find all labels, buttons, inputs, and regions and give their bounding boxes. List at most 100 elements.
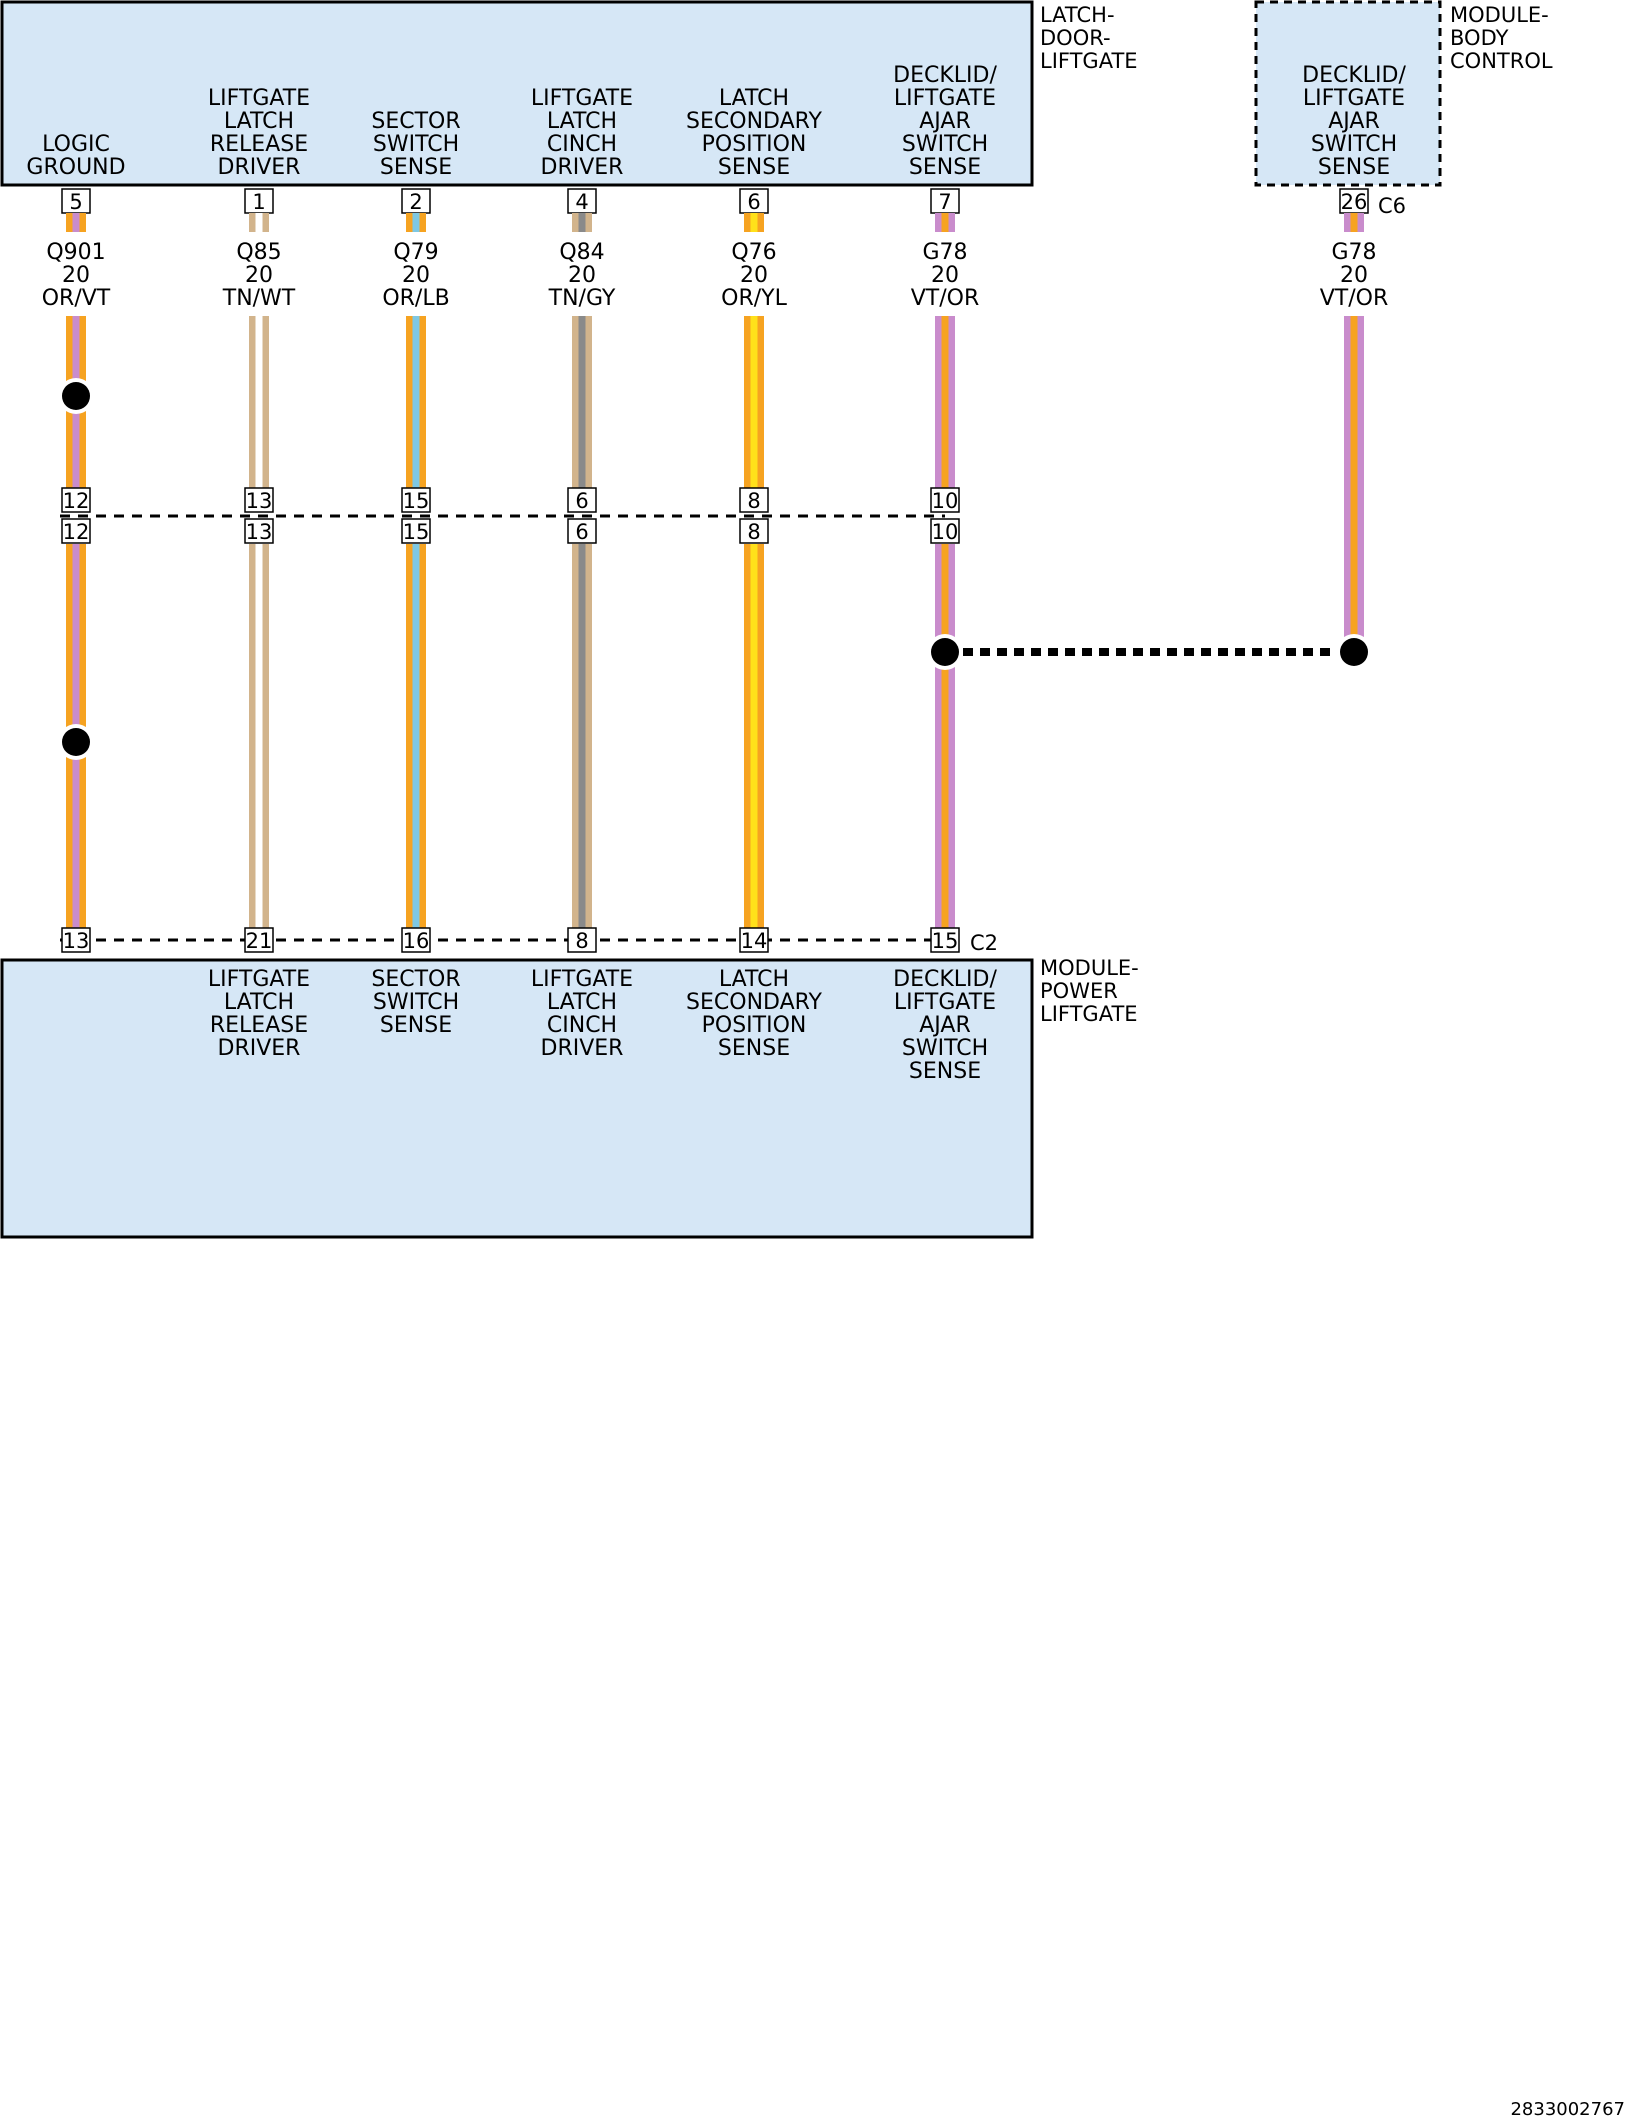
circuit-q85-bottom-function: RELEASE — [210, 1013, 308, 1038]
circuit-q901-inline-pin-male-frame — [61, 487, 91, 513]
circuit-q84-bottom-function: LATCH — [547, 990, 617, 1015]
module-body-control-function: SENSE — [1318, 155, 1390, 180]
circuit-q901-inline-pin-male-label: 12 — [63, 489, 90, 513]
module-body-control-function: AJAR — [1328, 109, 1380, 134]
circuit-q76-color-code: OR/YL — [721, 286, 787, 311]
circuit-q76-bottom-pin-frame — [739, 927, 769, 953]
circuit-q79-bottom-function: SWITCH — [373, 990, 459, 1015]
module-body-control-function: SWITCH — [1311, 132, 1397, 157]
circuit-g78-bottom-pin: 15 — [930, 927, 960, 953]
circuit-q76-inline-pin-male: 8 — [739, 487, 769, 513]
circuit-q84-bottom-pin-label: 8 — [575, 929, 588, 953]
splice-g78-body — [1340, 638, 1368, 666]
document-id: 2833002767 — [1510, 2099, 1625, 2120]
circuit-q84-gauge: 20 — [568, 263, 596, 288]
circuit-q79-gauge: 20 — [402, 263, 430, 288]
circuit-q85-top-function: LATCH — [224, 109, 294, 134]
body-wire-color-code: VT/OR — [1320, 286, 1389, 311]
circuit-q76-bottom-pin: 14 — [739, 927, 769, 953]
circuit-q85-bottom-pin: 21 — [244, 927, 274, 953]
circuit-q85-inline-pin-male-frame — [244, 487, 274, 513]
module-body-control-function: DECKLID/ — [1302, 63, 1406, 88]
circuit-q84-bottom-function: DRIVER — [541, 1036, 624, 1061]
circuit-q79-top-pin: 2 — [401, 188, 431, 214]
circuit-q84-bottom-pin-frame — [567, 927, 597, 953]
circuit-q76-inline-pin-female-frame — [739, 518, 769, 544]
module-body-control-name: MODULE- — [1450, 3, 1549, 27]
circuit-q85-top-function: RELEASE — [210, 132, 308, 157]
circuit-q79-top-pin-label: 2 — [409, 190, 422, 214]
circuit-q76-gauge: 20 — [740, 263, 768, 288]
circuit-q84-lower-stripe — [578, 544, 586, 928]
circuit-g78-inline-pin-male: 10 — [930, 487, 960, 513]
circuit-g78-top-pin-frame — [930, 188, 960, 214]
circuit-q84-inline-pin-female-label: 6 — [575, 520, 588, 544]
circuit-q79-inline-pin-female: 15 — [401, 518, 431, 544]
module-body-control-name: BODY — [1450, 26, 1509, 50]
circuit-q79-bottom-pin: 16 — [401, 927, 431, 953]
circuit-g78-inline-pin-female-frame — [930, 518, 960, 544]
circuit-q901-top-function: LOGIC — [42, 132, 110, 157]
circuit-q84-top-function: LIFTGATE — [531, 86, 633, 111]
circuit-q901-inline-pin-female-frame — [61, 518, 91, 544]
circuit-g78-bottom-function: SENSE — [909, 1059, 981, 1084]
circuit-q79-lower-stripe — [412, 544, 420, 928]
circuit-q901-inline-pin-female-label: 12 — [63, 520, 90, 544]
module-power-liftgate-name: MODULE- — [1040, 956, 1139, 980]
circuit-q79-color-code: OR/LB — [382, 286, 449, 311]
connector-c6-tag: C6 — [1378, 194, 1406, 218]
circuit-q901-top-pin-frame — [61, 188, 91, 214]
circuit-q901-gauge: 20 — [62, 263, 90, 288]
circuit-q901-top-pin-label: 5 — [69, 190, 82, 214]
circuit-g78-bottom-function: AJAR — [919, 1013, 971, 1038]
circuit-q901-color-code: OR/VT — [42, 286, 111, 311]
body-wire-gauge: 20 — [1340, 263, 1368, 288]
circuit-q85-upper-stripe — [255, 316, 263, 488]
circuit-q79-bottom-pin-label: 16 — [403, 929, 430, 953]
circuit-q85-gauge: 20 — [245, 263, 273, 288]
circuit-g78-top-function: AJAR — [919, 109, 971, 134]
circuit-q76-top-function: LATCH — [719, 86, 789, 111]
splice-q901-lower — [62, 728, 90, 756]
circuit-q76-inline-pin-female-label: 8 — [747, 520, 760, 544]
circuit-g78-bottom-pin-label: 15 — [932, 929, 959, 953]
circuit-g78-inline-pin-female-label: 10 — [932, 520, 959, 544]
circuit-q901-bottom-pin-frame — [61, 927, 91, 953]
circuit-q76-top-function: SECONDARY — [686, 109, 822, 134]
circuit-q84-inline-pin-male-frame — [567, 487, 597, 513]
circuit-q76-top-pin: 6 — [739, 188, 769, 214]
circuit-q79-bottom-pin-frame — [401, 927, 431, 953]
circuit-q85-lower-stripe — [255, 544, 263, 928]
circuit-q76-circuit-id: Q76 — [731, 240, 776, 265]
circuit-g78-color-code: VT/OR — [911, 286, 980, 311]
circuit-q76-inline-pin-male-frame — [739, 487, 769, 513]
circuit-q76-bottom-pin-label: 14 — [741, 929, 768, 953]
circuit-q76-lower-stripe — [750, 544, 758, 928]
circuit-q76-bottom-function: LATCH — [719, 967, 789, 992]
circuit-q85-bottom-pin-frame — [244, 927, 274, 953]
circuit-q76-top-function: POSITION — [702, 132, 807, 157]
circuit-g78-bottom-function: LIFTGATE — [894, 990, 996, 1015]
module-body-control-function: LIFTGATE — [1303, 86, 1405, 111]
circuit-q85-bottom-function: LIFTGATE — [208, 967, 310, 992]
circuit-g78-inline-pin-female: 10 — [930, 518, 960, 544]
circuit-q901-inline-pin-female: 12 — [61, 518, 91, 544]
circuit-q85-bottom-pin-label: 21 — [246, 929, 273, 953]
module-power-liftgate-name: POWER — [1040, 979, 1118, 1003]
circuit-g78-top-function: LIFTGATE — [894, 86, 996, 111]
circuit-q85-inline-pin-female-label: 13 — [246, 520, 273, 544]
circuit-q84-bottom-pin: 8 — [567, 927, 597, 953]
circuit-q76-bottom-function: SECONDARY — [686, 990, 822, 1015]
circuit-q901-top-pin: 5 — [61, 188, 91, 214]
circuit-g78-top-function: SWITCH — [902, 132, 988, 157]
circuit-q79-upper-stripe — [412, 316, 420, 488]
circuit-g78-upper-stripe — [941, 316, 949, 488]
circuit-q76-inline-pin-male-label: 8 — [747, 489, 760, 513]
circuit-q84-top-function: LATCH — [547, 109, 617, 134]
circuit-q84-bottom-function: LIFTGATE — [531, 967, 633, 992]
circuit-g78-top-function: DECKLID/ — [893, 63, 997, 88]
circuit-q84-bottom-function: CINCH — [547, 1013, 617, 1038]
circuit-g78-top-pin-label: 7 — [938, 190, 951, 214]
circuit-q85-top-function: DRIVER — [218, 155, 301, 180]
splice-g78-liftgate — [931, 638, 959, 666]
